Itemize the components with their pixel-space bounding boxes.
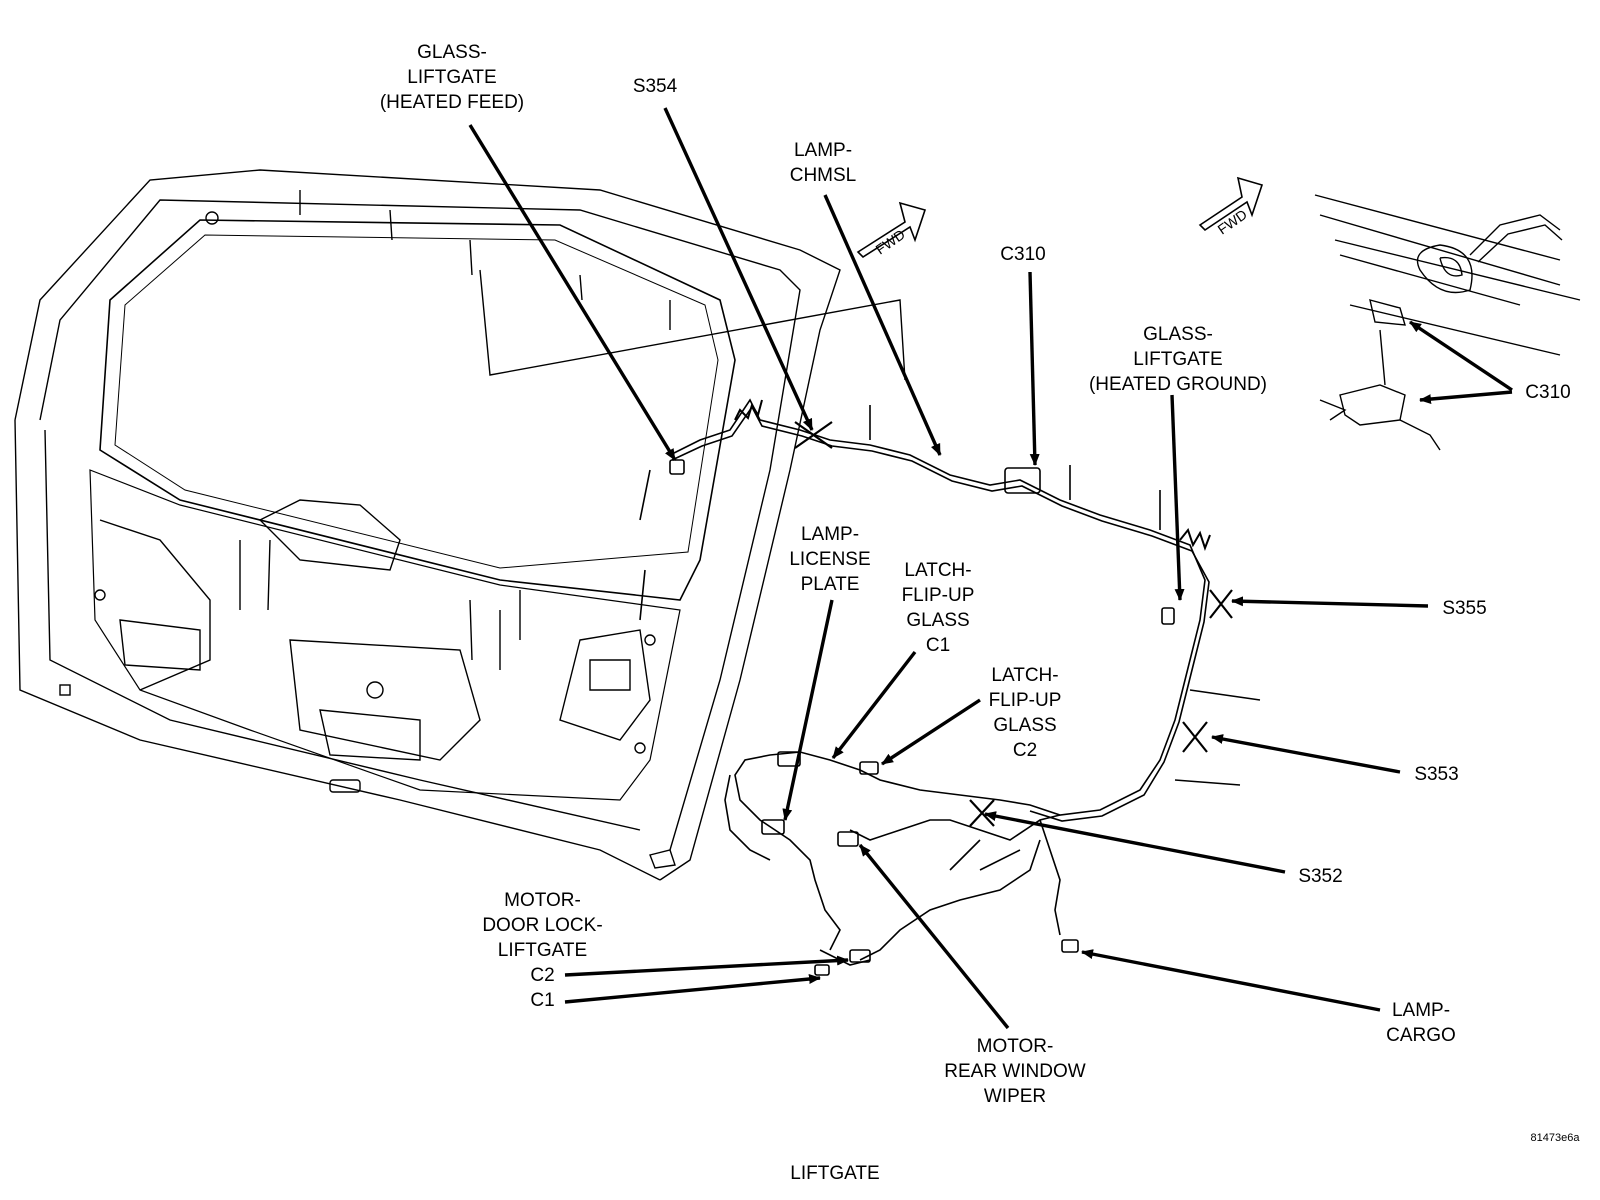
arrow-s352 — [984, 811, 1286, 874]
label-motor-door-lock-liftgate: MOTOR- DOOR LOCK- LIFTGATE C2 C1 — [482, 890, 603, 1011]
arrow-glass-heated-feed — [468, 124, 677, 461]
arrow-glass-heated-ground — [1170, 394, 1185, 601]
label-c310: C310 — [1000, 244, 1046, 265]
label-glass-liftgate-heated-feed: GLASS- LIFTGATE (HEATED FEED) — [379, 42, 525, 113]
label-latch-flip-up-glass-c2: LATCH- FLIP-UP GLASS C2 — [988, 665, 1062, 761]
fwd-arrow-1 — [856, 201, 927, 259]
liftgate-body — [14, 169, 906, 881]
c310-detail-view — [1314, 194, 1581, 451]
arrow-latch-c2 — [881, 698, 981, 766]
arrow-c310-detail-a — [1409, 320, 1513, 392]
label-s355: S355 — [1442, 598, 1487, 619]
leader-arrows — [468, 107, 1513, 1030]
label-lamp-cargo: LAMP- CARGO — [1386, 1000, 1456, 1046]
label-s354: S354 — [632, 76, 678, 97]
arrow-c310 — [1028, 271, 1040, 466]
label-c310-detail: C310 — [1525, 382, 1571, 403]
arrow-c310-detail-b — [1419, 390, 1513, 405]
label-motor-rear-window-wiper: MOTOR- REAR WINDOW WIPER — [944, 1036, 1086, 1107]
label-s353: S353 — [1414, 764, 1459, 785]
label-glass-liftgate-heated-ground: GLASS- LIFTGATE (HEATED GROUND) — [1088, 324, 1268, 395]
figure-caption: LIFTGATE — [790, 1163, 880, 1184]
arrow-latch-c1 — [831, 650, 917, 760]
arrow-s354 — [663, 107, 814, 431]
arrow-s353 — [1211, 734, 1401, 774]
arrow-door-lock-c2 — [564, 955, 849, 977]
label-s352: S352 — [1298, 866, 1343, 887]
arrow-motor-wiper — [858, 843, 1010, 1030]
arrow-lamp-cargo — [1081, 949, 1381, 1012]
figure-id: 81473e6a — [1530, 1132, 1580, 1144]
wiring-harness — [639, 398, 1261, 976]
arrow-lamp-license — [782, 599, 834, 821]
arrow-lamp-chmsl — [823, 194, 942, 456]
fwd-arrow-2 — [1198, 176, 1264, 232]
label-lamp-license-plate: LAMP- LICENSE PLATE — [789, 524, 871, 595]
fwd-text-2: FWD — [1215, 206, 1250, 237]
label-lamp-chmsl: LAMP- CHMSL — [789, 140, 857, 186]
label-latch-flip-up-glass-c1: LATCH- FLIP-UP GLASS C1 — [901, 560, 975, 656]
arrow-s355 — [1231, 596, 1429, 608]
arrow-door-lock-c1 — [564, 974, 821, 1004]
